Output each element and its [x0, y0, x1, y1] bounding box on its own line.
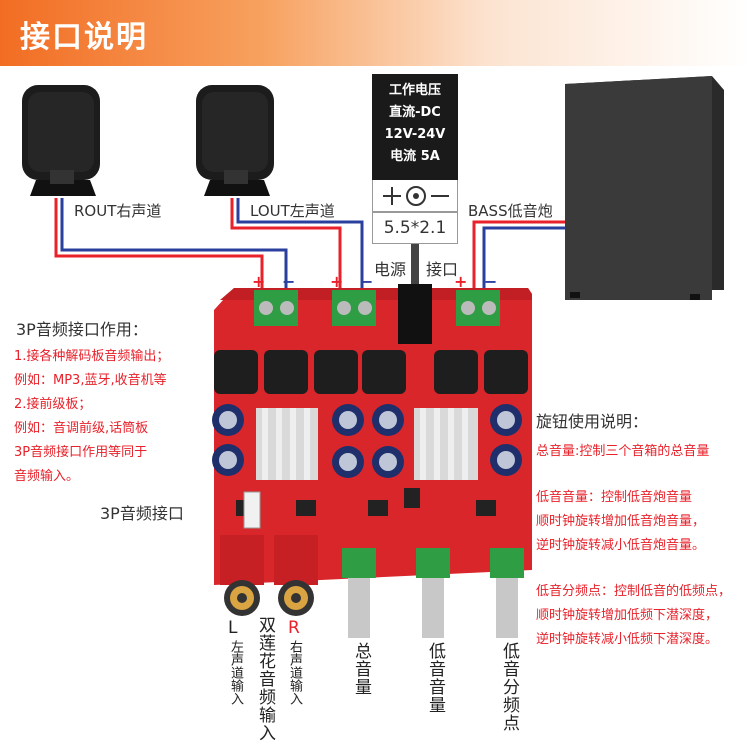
knob-heading: 旋钮使用说明： — [536, 412, 649, 431]
knob-bass-label: 低音音量 — [425, 642, 445, 714]
plus-mark: + — [454, 272, 468, 291]
r-channel-label: 右声道输入 — [287, 640, 302, 705]
minus-mark: − — [360, 272, 374, 291]
plus-mark: + — [252, 272, 266, 291]
knob-freq-note: 顺时钟旋转增加低频下潜深度， — [536, 608, 719, 623]
header-banner: 接口说明 — [0, 0, 750, 66]
right-speaker-icon — [22, 85, 100, 196]
page-title: 接口说明 — [20, 20, 148, 55]
power-cable — [411, 244, 419, 284]
audio-3p-note: 例如：音调前级,话筒板 — [14, 421, 149, 436]
knob-freq-label: 低音分频点 — [499, 642, 519, 732]
lout-wire — [230, 198, 364, 292]
left-speaker-icon — [196, 85, 274, 196]
knob-bass-note: 逆时钟旋转减小低音炮音量。 — [536, 538, 706, 553]
rca-input-label: 双莲花音频输入 — [255, 616, 275, 742]
bass-label: BASS低音炮 — [468, 202, 553, 220]
amplifier-board — [212, 284, 532, 638]
l-channel-letter: L — [228, 618, 238, 638]
power-spec-line: 电流 5A — [390, 149, 440, 164]
audio-3p-heading: 3P音频接口作用： — [16, 320, 148, 339]
bass-wire — [472, 220, 565, 292]
r-channel-letter: R — [288, 618, 300, 638]
rout-wire — [54, 198, 288, 292]
audio-3p-note: 3P音频接口作用等同于 — [14, 445, 148, 460]
rout-label: ROUT右声道 — [74, 202, 162, 220]
audio-3p-port-label: 3P音频接口 — [100, 504, 184, 523]
audio-3p-note: 2.接前级板； — [14, 397, 92, 412]
minus-mark: − — [484, 272, 498, 291]
power-spec-box: 工作电压 直流-DC 12V-24V 电流 5A — [372, 74, 458, 180]
knob-freq-note: 逆时钟旋转减小低频下潜深度。 — [536, 632, 719, 647]
audio-3p-note: 音频输入。 — [14, 469, 80, 484]
port-label: 接口 — [426, 260, 459, 279]
power-spec-line: 工作电压 — [388, 83, 441, 98]
power-spec-line: 12V-24V — [384, 127, 446, 142]
audio-3p-note: 1.接各种解码板音频输出； — [14, 349, 170, 364]
knob-bass-note: 顺时钟旋转增加低音炮音量， — [536, 514, 706, 529]
power-jack-size: 5.5*2.1 — [372, 212, 458, 244]
subwoofer-icon — [565, 76, 724, 300]
knob-bass-note: 低音音量：控制低音炮音量 — [536, 490, 693, 505]
l-channel-label: 左声道输入 — [228, 640, 243, 705]
knob-freq-note: 低音分频点：控制低音的低频点， — [536, 584, 732, 599]
power-spec-line: 直流-DC — [389, 105, 441, 120]
power-label: 电源 — [374, 260, 407, 279]
polarity-symbol-icon — [372, 180, 458, 212]
plus-mark: + — [330, 272, 344, 291]
audio-3p-note: 例如：MP3,蓝牙,收音机等 — [14, 373, 167, 388]
knob-total-note: 总音量:控制三个音箱的总音量 — [536, 444, 710, 459]
lout-label: LOUT左声道 — [250, 202, 335, 220]
knob-total-label: 总音量 — [351, 642, 371, 696]
minus-mark: − — [282, 272, 296, 291]
